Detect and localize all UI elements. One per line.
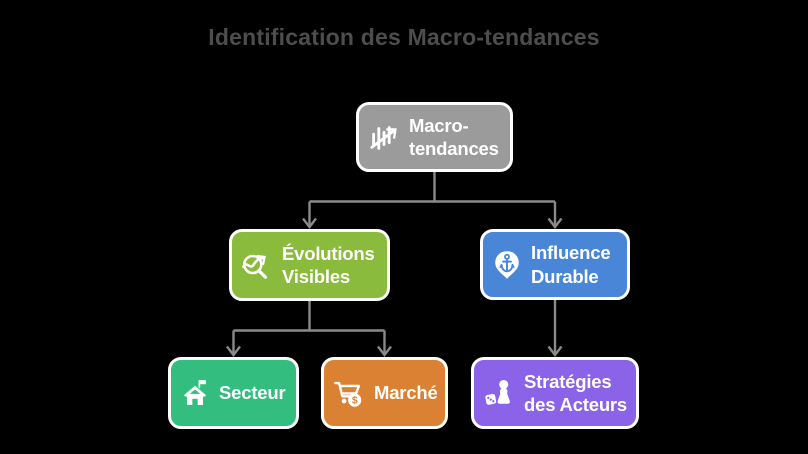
- node-label: Évolutions Visibles: [282, 242, 375, 287]
- arrowhead: [226, 345, 241, 357]
- node-label: Macro- tendances: [409, 114, 499, 159]
- node-strategies-des-acteurs: Stratégies des Acteurs: [471, 357, 639, 429]
- dollar-badge: $: [352, 396, 358, 407]
- diagram-title: Identification des Macro-tendances: [208, 24, 600, 50]
- pawn-die-icon: [485, 379, 510, 405]
- node-label: Secteur: [219, 382, 286, 404]
- node-label: Influence Durable: [531, 242, 611, 287]
- node-evolutions-visibles: Évolutions Visibles: [229, 229, 390, 301]
- arrowhead: [547, 345, 563, 357]
- cart-dollar-icon: $: [334, 381, 362, 407]
- node-macro-tendances: Macro- tendances: [356, 102, 513, 172]
- house-flag-icon: [183, 380, 207, 405]
- edge-evol-split: [232, 301, 386, 354]
- arrowhead: [302, 217, 317, 229]
- node-marche: $ Marché: [321, 357, 448, 429]
- anchor-pin-icon: [495, 250, 519, 279]
- edge-root-split: [308, 172, 557, 226]
- trending-chart-icon: [370, 126, 397, 150]
- node-influence-durable: Influence Durable: [480, 229, 630, 300]
- node-label: Stratégies des Acteurs: [524, 370, 628, 415]
- arrowhead: [377, 345, 392, 357]
- trend-magnifier-icon: [242, 254, 268, 279]
- node-label: Marché: [374, 382, 438, 404]
- arrowhead: [547, 217, 563, 229]
- node-secteur: Secteur: [168, 357, 299, 429]
